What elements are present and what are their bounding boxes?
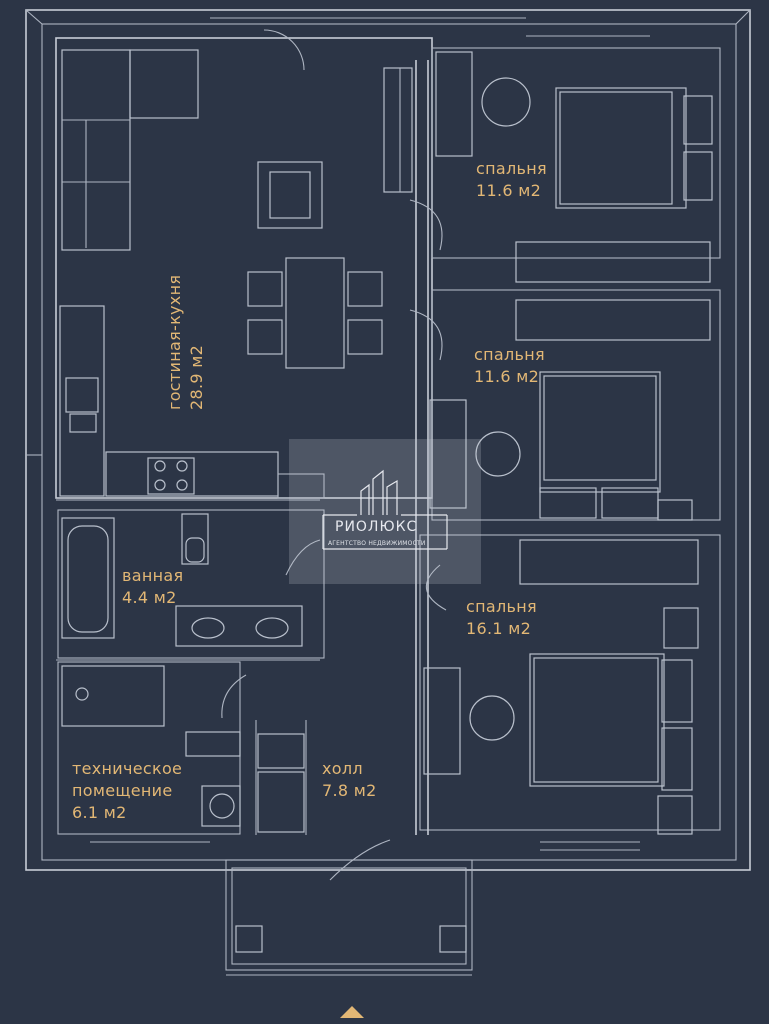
bedroom-1-area: 11.6 м2	[476, 181, 542, 200]
bedroom-3-name: спальня	[466, 597, 537, 616]
bedroom-3-label: спальня 16.1 м2	[466, 596, 537, 640]
hall-name: холл	[322, 759, 363, 778]
hall-label: холл 7.8 м2	[322, 758, 377, 802]
technical-room-name-2: помещение	[72, 781, 173, 800]
bathroom-fixtures	[61, 513, 303, 647]
bedroom-1-label: спальня 11.6 м2	[476, 158, 547, 202]
bedroom-3-furniture	[423, 539, 699, 835]
inner-walls	[55, 17, 721, 881]
living-kitchen-label: гостиная-кухня 28.9 м2	[164, 275, 208, 410]
bottom-marker	[340, 1006, 364, 1018]
bedroom-2-name: спальня	[474, 345, 545, 364]
bathroom-label: ванная 4.4 м2	[122, 565, 183, 609]
technical-room-area: 6.1 м2	[72, 803, 127, 822]
balcony	[225, 859, 473, 976]
living-kitchen-area: 28.9 м2	[187, 344, 206, 410]
technical-room-fixtures	[61, 665, 305, 833]
bedroom-2-furniture	[429, 299, 711, 521]
bedroom-2-label: спальня 11.6 м2	[474, 344, 545, 388]
hall-area: 7.8 м2	[322, 781, 377, 800]
agency-brand: РИОЛЮКС	[335, 519, 418, 535]
technical-room-name-1: техническое	[72, 759, 183, 778]
bathroom-area: 4.4 м2	[122, 588, 177, 607]
technical-room-label: техническое помещение 6.1 м2	[72, 758, 182, 824]
buildings-logo-icon	[322, 469, 448, 550]
agency-subtitle: АГЕНТСТВО НЕДВИЖИМОСТИ	[328, 540, 426, 547]
bathroom-name: ванная	[122, 566, 184, 585]
bedroom-1-furniture	[435, 51, 713, 283]
living-furniture	[59, 49, 413, 499]
agency-watermark: РИОЛЮКС АГЕНТСТВО НЕДВИЖИМОСТИ	[289, 439, 481, 584]
bedroom-3-area: 16.1 м2	[466, 619, 532, 638]
bedroom-1-name: спальня	[476, 159, 547, 178]
living-kitchen-name: гостиная-кухня	[165, 274, 184, 410]
bedroom-2-area: 11.6 м2	[474, 367, 540, 386]
